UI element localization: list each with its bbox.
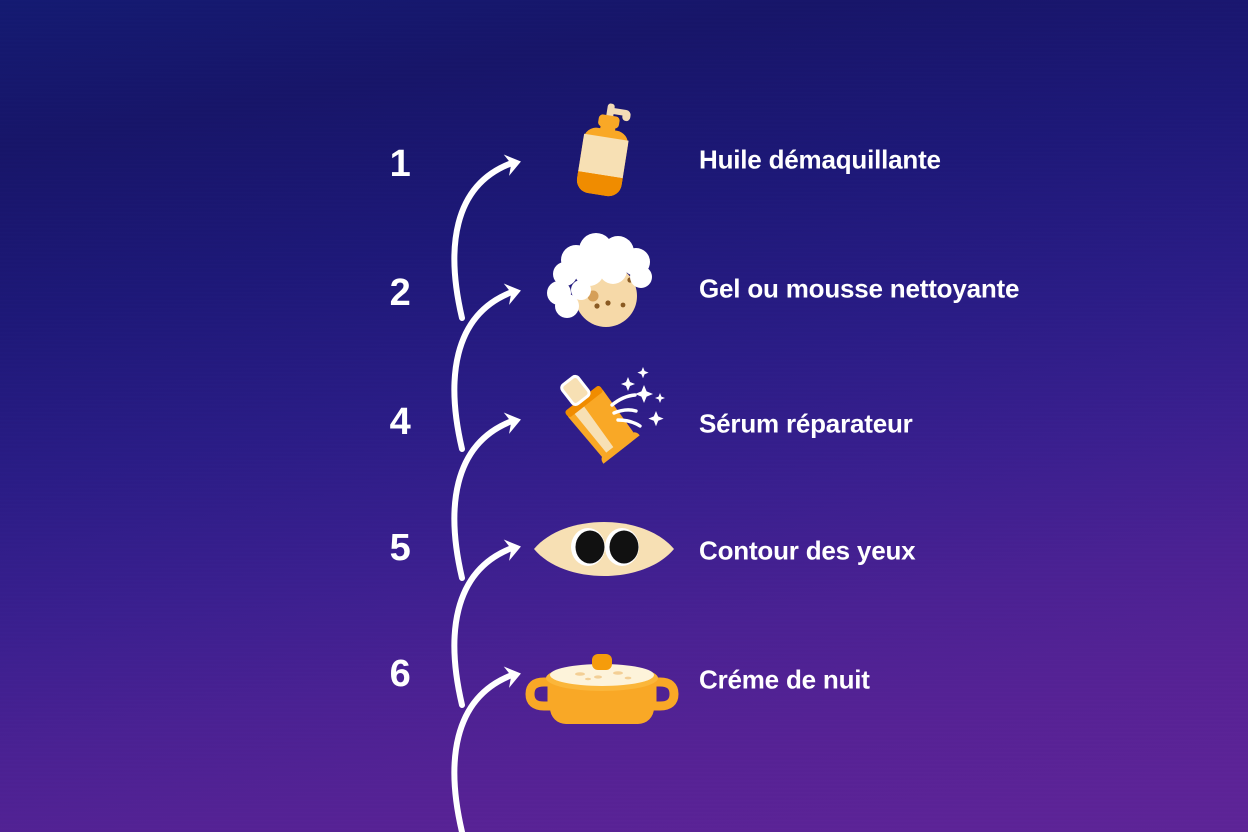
step-label-2: Gel ou mousse nettoyante [699, 273, 1020, 304]
step-label-5: Contour des yeux [699, 535, 916, 566]
eyes-icon [534, 489, 674, 609]
step-number-4: 4 [389, 401, 411, 443]
step-label-1: Huile démaquillante [699, 144, 941, 175]
step-number-6: 6 [389, 653, 411, 695]
foamy-face-icon [540, 225, 660, 345]
step-number-1: 1 [389, 143, 411, 185]
step-number-2: 2 [389, 272, 411, 314]
cream-pot-icon [525, 622, 679, 742]
arrow-to-step-1 [451, 160, 515, 321]
pump-bottle-icon [544, 89, 664, 209]
arrow-to-step-2 [451, 289, 515, 452]
spray-bottle-sparkle-icon [543, 352, 665, 472]
step-label-4: Sérum réparateur [699, 408, 913, 439]
step-number-5: 5 [389, 527, 411, 569]
arrow-to-step-5 [451, 545, 515, 708]
step-label-6: Créme de nuit [699, 664, 870, 695]
arrow-to-step-4 [451, 418, 515, 581]
arrow-to-step-6 [451, 672, 515, 832]
